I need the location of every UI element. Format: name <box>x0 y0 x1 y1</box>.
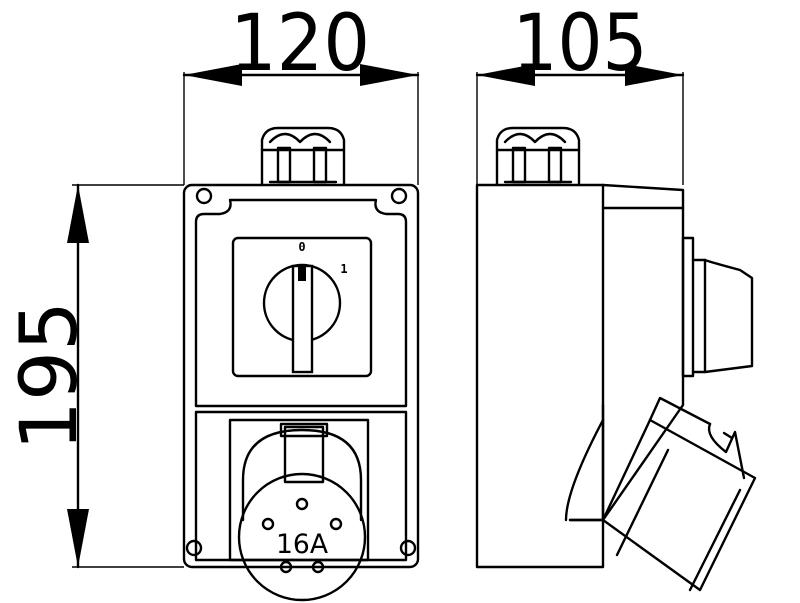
socket-frame <box>228 418 370 562</box>
screw-bottom-left <box>185 539 203 557</box>
socket-pin-bottom-left <box>279 560 293 574</box>
switch-plate <box>231 236 373 378</box>
socket-pin-right <box>329 517 343 531</box>
housing-inner-panel <box>194 198 408 408</box>
housing-side <box>475 183 685 569</box>
screw-top-right <box>390 187 408 205</box>
socket-face <box>237 472 367 602</box>
socket-side <box>601 396 757 592</box>
switch-label-on: 1 <box>340 262 347 276</box>
dimension-height: 195 <box>5 183 184 569</box>
socket-rating-label: 16A <box>276 529 329 560</box>
power-socket: 16A <box>237 422 367 602</box>
socket-pin-top <box>295 497 309 511</box>
housing-front <box>182 183 420 569</box>
front-view: 120 195 <box>5 0 420 602</box>
switch-handle <box>291 264 314 374</box>
socket-lid-hinge <box>283 425 325 484</box>
dimension-front-width: 120 <box>182 0 420 185</box>
switch-label-off: 0 <box>298 240 305 254</box>
dimension-label-195: 195 <box>5 301 95 451</box>
cable-gland-side <box>495 126 581 187</box>
side-view: 105 <box>475 0 757 592</box>
dimension-side-depth: 105 <box>475 0 685 185</box>
switch-indicator <box>298 266 306 281</box>
dimension-label-120: 120 <box>230 0 370 89</box>
switch-side <box>681 236 754 378</box>
cable-gland-front <box>260 126 346 187</box>
socket-pin-bottom-right <box>311 560 325 574</box>
socket-pin-left <box>261 517 275 531</box>
rotary-switch: 0 1 <box>231 236 373 378</box>
screw-bottom-right <box>399 539 417 557</box>
screw-top-left <box>195 187 213 205</box>
dimension-label-105: 105 <box>513 0 648 89</box>
